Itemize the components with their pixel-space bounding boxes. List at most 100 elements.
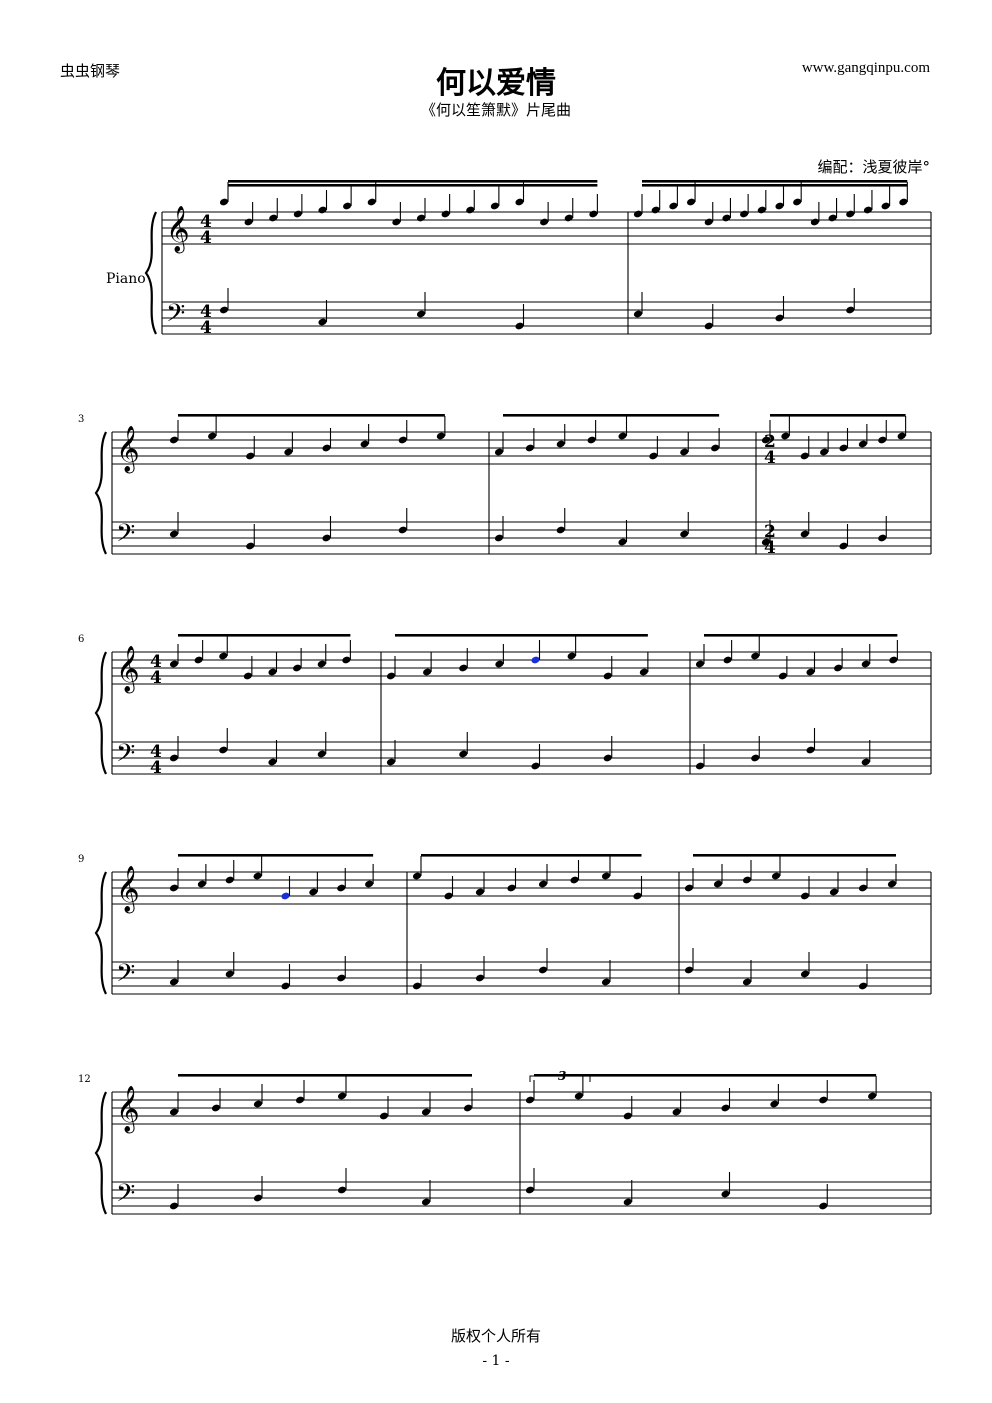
time-sig-top: 2 bbox=[764, 522, 776, 542]
note-head bbox=[775, 314, 784, 322]
note-head bbox=[219, 198, 229, 206]
note-head bbox=[819, 1202, 828, 1210]
treble-clef: 𝄞 bbox=[116, 426, 140, 474]
note-head bbox=[386, 672, 396, 680]
note-head bbox=[800, 452, 809, 460]
note-head bbox=[365, 880, 374, 888]
note-head bbox=[317, 660, 326, 668]
note-head bbox=[793, 198, 802, 206]
note-head bbox=[684, 884, 694, 892]
note-head bbox=[618, 538, 627, 546]
site-name: 虫虫钢琴 bbox=[60, 62, 121, 80]
note-head bbox=[800, 530, 809, 538]
note-head bbox=[846, 306, 855, 314]
note-head bbox=[897, 432, 906, 440]
note-beam bbox=[693, 854, 896, 857]
note-head bbox=[742, 978, 752, 986]
note-head bbox=[525, 444, 534, 452]
note-head bbox=[525, 1096, 535, 1104]
bass-clef: 𝄢 bbox=[116, 739, 135, 774]
note-head bbox=[342, 656, 351, 664]
note-head bbox=[169, 978, 179, 986]
note-head bbox=[475, 974, 485, 982]
note-head bbox=[618, 432, 627, 440]
note-head bbox=[740, 210, 749, 218]
note-head bbox=[858, 884, 868, 892]
note-head bbox=[337, 1092, 347, 1100]
note-head bbox=[603, 754, 612, 762]
note-head bbox=[761, 538, 771, 546]
note-head bbox=[704, 322, 713, 330]
note-head bbox=[775, 202, 784, 210]
note-head bbox=[757, 206, 766, 214]
note-head bbox=[623, 1198, 632, 1206]
note-head bbox=[861, 758, 870, 766]
note-head bbox=[863, 206, 873, 214]
note-head bbox=[525, 1186, 535, 1194]
site-url[interactable]: www.gangqinpu.com bbox=[801, 60, 930, 76]
note-head bbox=[878, 436, 887, 444]
note-head bbox=[672, 1108, 681, 1116]
note-head bbox=[887, 880, 897, 888]
note-head bbox=[281, 982, 290, 990]
note-head bbox=[444, 892, 453, 900]
note-head bbox=[828, 214, 837, 222]
note-head bbox=[386, 758, 396, 766]
system-brace bbox=[94, 431, 107, 555]
note-head bbox=[567, 652, 576, 660]
note-head bbox=[507, 884, 516, 892]
note-head bbox=[633, 310, 643, 318]
note-head bbox=[169, 660, 179, 668]
note-head bbox=[538, 966, 548, 974]
time-sig-bottom: 4 bbox=[764, 538, 776, 558]
time-sig-bottom: 4 bbox=[764, 448, 776, 468]
note-head bbox=[281, 892, 290, 900]
system-4: 𝄞𝄢9 bbox=[78, 854, 932, 995]
note-beam bbox=[642, 180, 908, 183]
note-head bbox=[839, 444, 848, 452]
note-head bbox=[680, 530, 689, 538]
note-head bbox=[494, 534, 504, 542]
note-head bbox=[878, 534, 887, 542]
note-head bbox=[722, 214, 731, 222]
note-head bbox=[169, 884, 179, 892]
note-beam bbox=[770, 414, 906, 417]
note-head bbox=[834, 664, 843, 672]
note-head bbox=[169, 754, 179, 762]
note-head bbox=[778, 672, 787, 680]
measure-number: 12 bbox=[78, 1074, 91, 1085]
note-head bbox=[806, 668, 815, 676]
note-head bbox=[225, 876, 234, 884]
time-sig-bottom: 4 bbox=[150, 668, 162, 688]
note-head bbox=[379, 1112, 389, 1120]
note-head bbox=[269, 214, 278, 222]
note-beam bbox=[534, 1074, 877, 1077]
note-head bbox=[421, 1108, 431, 1116]
note-head bbox=[589, 210, 598, 218]
note-head bbox=[416, 214, 426, 222]
note-head bbox=[268, 758, 277, 766]
note-head bbox=[771, 872, 781, 880]
note-head bbox=[219, 746, 228, 754]
note-head bbox=[899, 198, 908, 206]
note-head bbox=[761, 436, 771, 444]
note-head bbox=[704, 218, 713, 226]
note-head bbox=[858, 440, 867, 448]
note-head bbox=[770, 1100, 779, 1108]
measure-number: 6 bbox=[78, 634, 84, 645]
note-head bbox=[337, 974, 346, 982]
measure-number: 3 bbox=[78, 414, 84, 425]
song-title: 何以爱情 bbox=[436, 66, 556, 101]
note-head bbox=[751, 652, 760, 660]
note-head bbox=[633, 210, 643, 218]
note-head bbox=[649, 452, 658, 460]
note-head bbox=[208, 432, 217, 440]
page-number: - 1 - bbox=[482, 1353, 510, 1369]
instrument-label: Piano bbox=[106, 271, 146, 287]
note-head bbox=[800, 892, 810, 900]
note-head bbox=[343, 202, 352, 210]
bass-clef: 𝄢 bbox=[116, 519, 135, 554]
note-head bbox=[360, 440, 369, 448]
